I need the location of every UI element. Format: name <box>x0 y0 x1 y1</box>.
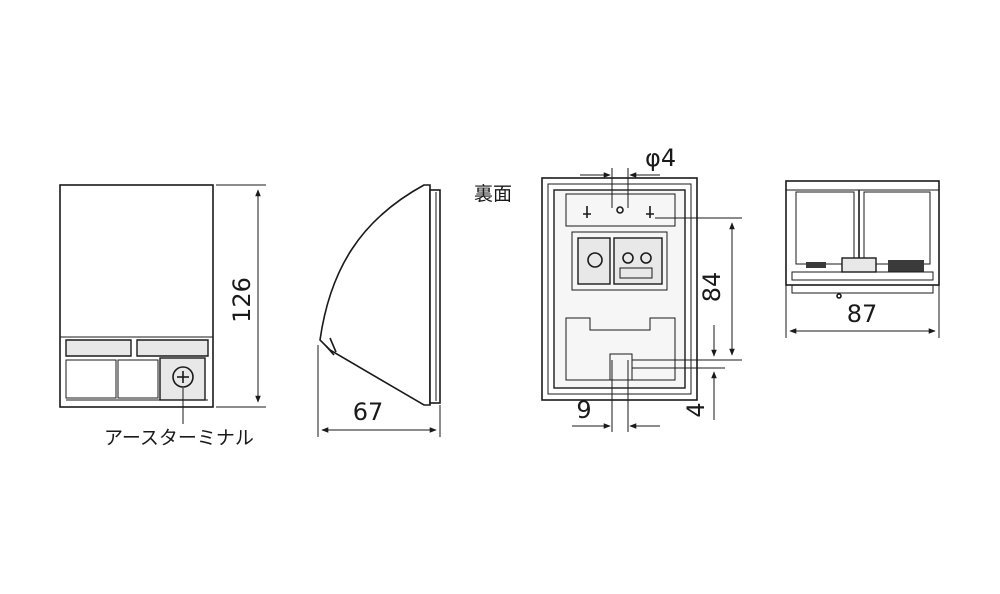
side-view <box>319 184 441 406</box>
dimension-height-label: 126 <box>228 277 256 323</box>
earth-terminal-label: アースターミナル <box>104 427 254 449</box>
dimension-pitch-label: 84 <box>698 272 726 303</box>
dimension-width <box>785 285 940 338</box>
dimension-height <box>216 184 266 408</box>
bottom-view <box>785 180 940 299</box>
dimension-hole <box>580 168 660 208</box>
front-view <box>59 184 214 408</box>
dimension-pitch <box>632 217 742 361</box>
dimension-depth-label: 67 <box>353 398 384 426</box>
dimension-offset-vertical-label: 4 <box>682 402 710 417</box>
screw-icon <box>172 366 194 388</box>
dimension-hole-label: φ4 <box>645 144 676 172</box>
dimension-offset-horizontal <box>572 360 660 432</box>
back-view <box>541 177 698 401</box>
dimension-offset-horizontal-label: 9 <box>576 396 591 424</box>
dimension-width-label: 87 <box>847 300 878 328</box>
dimension-offset-vertical <box>632 325 725 420</box>
dimension-depth <box>317 345 441 437</box>
back-side-label: 裏面 <box>474 183 512 205</box>
